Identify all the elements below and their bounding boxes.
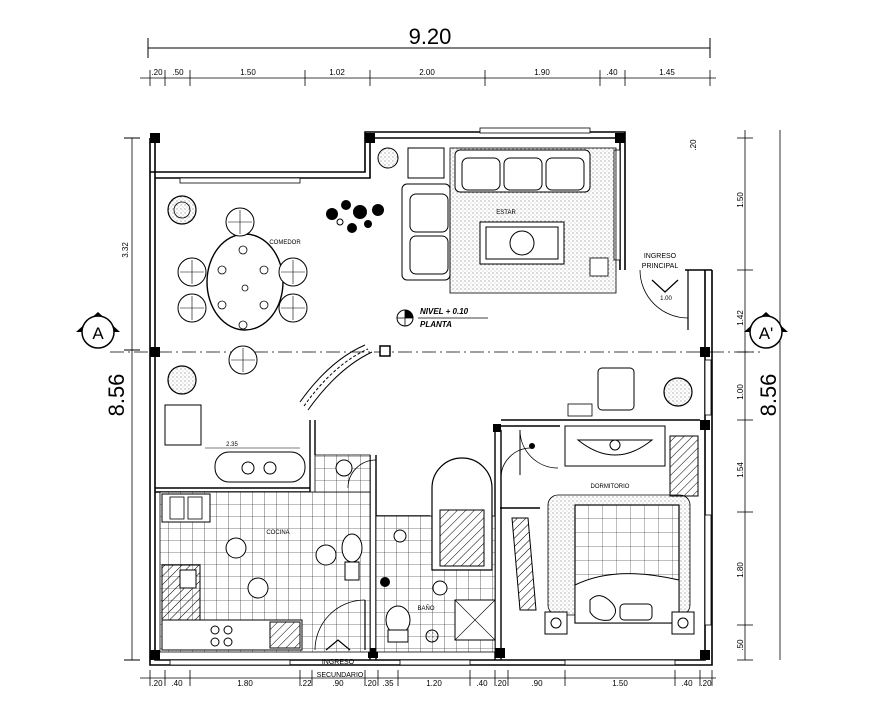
living-area: ESTAR (377, 147, 617, 294)
room-label-bano: BAÑO (417, 605, 434, 612)
toilet-icon-kitchen (341, 533, 363, 563)
ingreso-principal-line1: INGRESO (644, 253, 677, 260)
bottom-dim-10: .20 (495, 679, 507, 688)
overall-width-label: 9.20 (409, 24, 452, 49)
top-segment-dimensions: .20 .50 1.50 1.02 2.00 1.90 .40 1.45 (140, 68, 716, 86)
laundry-sink-icon (214, 451, 306, 483)
left-dim-small: 3.32 (121, 242, 130, 258)
level-marker: NIVEL + 0.10 PLANTA (396, 307, 488, 329)
room-label-comedor: COMEDOR (269, 240, 301, 246)
kitchen-area: 2.35 COCINA (159, 365, 371, 653)
armchair-icon (597, 367, 635, 411)
right-small-dim: .20 (689, 139, 698, 151)
top-dim-6: 1.90 (534, 68, 550, 77)
main-entrance: INGRESO PRINCIPAL 1.00 (639, 253, 689, 330)
ingreso-secundario-line2: SECUNDARIO (317, 672, 364, 679)
top-overall-dimension: 9.20 (147, 24, 711, 58)
room-label-dormitorio: DORMITORIO (591, 484, 630, 490)
bottom-dim-8: 1.20 (426, 679, 442, 688)
curved-partition-icon (299, 344, 373, 411)
bedroom-area: DORMITORIO (511, 367, 699, 635)
sofa-icons (401, 149, 591, 281)
top-dim-8: 1.45 (659, 68, 675, 77)
right-dim-2: 1.42 (736, 310, 745, 326)
coffee-table-icon (479, 221, 565, 265)
bottom-segment-dimensions: .20 .40 1.80 .22 .90 .20 .35 1.20 .40 .2… (140, 670, 716, 688)
bottom-dim-2: .40 (171, 679, 183, 688)
bottom-dim-7: .35 (382, 679, 394, 688)
ingreso-secundario-line1: INGRESO (322, 659, 355, 666)
place-setting-icons (217, 245, 269, 330)
top-dim-5: 2.00 (419, 68, 435, 77)
bottom-dim-14: .20 (700, 679, 712, 688)
bottom-dim-5: .90 (332, 679, 344, 688)
corner-table-icon (589, 257, 609, 277)
bottom-dim-4: .22 (300, 679, 312, 688)
top-dim-3: 1.50 (240, 68, 256, 77)
plant-cluster-icon (326, 200, 384, 233)
bottom-dim-9: .40 (476, 679, 488, 688)
washbasin-icon (432, 580, 448, 596)
dining-chair-icons (177, 207, 308, 375)
door-swings (347, 447, 532, 489)
right-dim-3: 1.00 (736, 384, 745, 400)
dining-table-icon (206, 233, 284, 331)
top-dim-2: .50 (172, 68, 184, 77)
left-dimensions: 3.32 8.56 (104, 137, 140, 661)
right-dim-1: 1.50 (736, 192, 745, 208)
bottom-dim-3: 1.80 (237, 679, 253, 688)
dining-area: COMEDOR (167, 195, 308, 375)
counter-dimension-label: 2.35 (226, 442, 238, 448)
small-cabinet-icon (567, 403, 593, 417)
right-dim-4: 1.54 (736, 462, 745, 478)
appliance-icon (164, 404, 202, 446)
bottom-dim-1: .20 (151, 679, 163, 688)
top-dim-4: 1.02 (329, 68, 345, 77)
top-dim-1: .20 (151, 68, 163, 77)
windows (169, 127, 712, 666)
tree-planter-icon (167, 195, 197, 225)
bottom-dim-6: .20 (365, 679, 377, 688)
bottom-dim-11: .90 (531, 679, 543, 688)
right-dimensions: 1.50 1.42 1.00 1.54 1.80 .50 8.56 .20 (689, 130, 781, 661)
section-marker-left: A (92, 324, 104, 343)
secondary-entrance: INGRESO SECUNDARIO (314, 599, 366, 679)
structural-columns (150, 133, 710, 660)
top-dim-7: .40 (606, 68, 618, 77)
kitchen-counter-icon (161, 493, 211, 523)
closet-icon (669, 435, 699, 497)
side-table-icons (377, 147, 445, 179)
bottom-dim-13: .40 (681, 679, 693, 688)
section-marker-right: A' (759, 324, 774, 343)
left-overall-height-label: 8.56 (104, 374, 129, 417)
right-overall-height-label: 8.56 (756, 374, 781, 417)
ingreso-principal-line2: PRINCIPAL (642, 263, 679, 270)
drain-icon (335, 459, 353, 477)
door-dimension-label: 1.00 (660, 296, 672, 302)
room-label-estar: ESTAR (496, 210, 516, 216)
right-dim-5: 1.80 (736, 562, 745, 578)
bathroom-area: BAÑO (375, 457, 496, 653)
section-cut-line: A A' (76, 312, 788, 353)
bedroom-door-icon (519, 429, 559, 469)
room-label-cocina: COCINA (266, 530, 289, 536)
wardrobe-icon (511, 517, 537, 611)
planta-label: PLANTA (420, 320, 452, 329)
right-dim-6: .50 (736, 639, 745, 651)
tree-planter-icon-3 (663, 377, 693, 407)
tree-planter-icon-2 (167, 365, 197, 395)
stool-icon (225, 537, 247, 559)
nivel-label: NIVEL + 0.10 (420, 307, 469, 316)
bottom-dim-12: 1.50 (612, 679, 628, 688)
